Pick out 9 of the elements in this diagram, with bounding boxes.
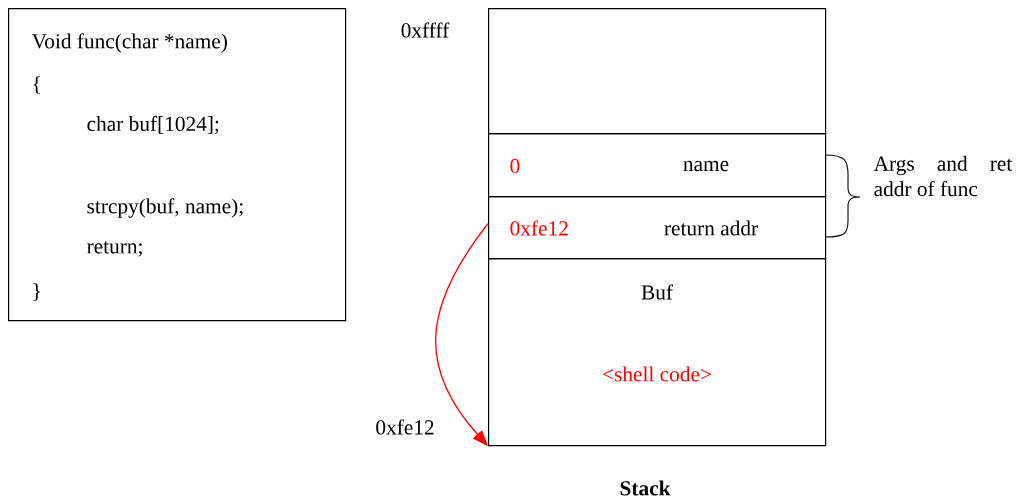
caption: Stack (620, 480, 671, 496)
annotation: Args and ret addr of func (873, 155, 1013, 197)
address-label: 0xfe12 (376, 419, 434, 435)
stack-cell: 0 name (488, 133, 827, 198)
code-box: Void func(char *name) { char buf[1024]; strcpy(buf, name); return; } (8, 8, 347, 322)
stack-cell: Buf <shell code> (488, 258, 827, 447)
stack-cell (488, 8, 827, 135)
address-label: 0xffff (401, 22, 450, 38)
stack-cell: 0xfe12 return addr (488, 196, 827, 260)
